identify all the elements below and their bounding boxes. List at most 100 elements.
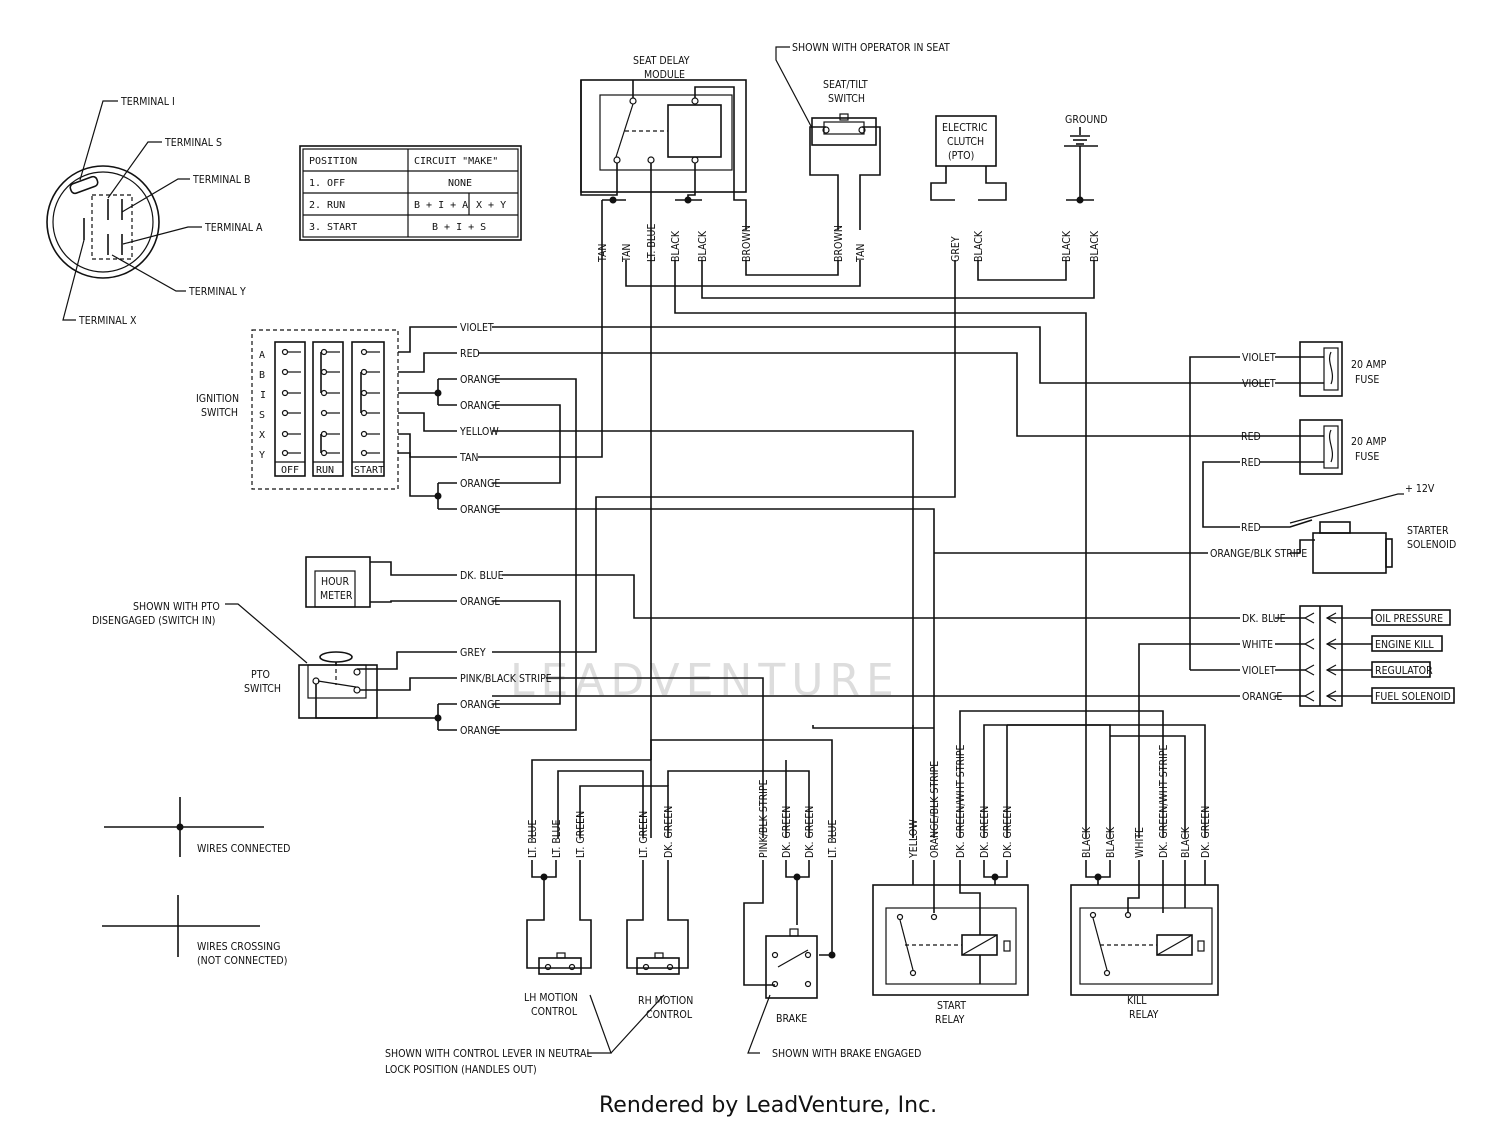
wire-label: DK. GREEN (1200, 806, 1212, 858)
letter-x: X (259, 430, 265, 441)
fuse-label: 20 AMP (1351, 436, 1387, 448)
connector-pin (1303, 612, 1315, 624)
ignition-switch-face: TERMINAL I TERMINAL S TERMINAL B TERMINA… (46, 96, 263, 327)
wire-label: VIOLET (1242, 665, 1276, 677)
wire-label: TAN (621, 244, 633, 263)
pto-switch: SHOWN WITH PTO DISENGAGED (SWITCH IN) PT… (92, 570, 764, 775)
kill-relay-label: RELAY (1129, 1009, 1159, 1021)
legend: WIRES CONNECTED WIRES CROSSING (NOT CONN… (102, 797, 290, 967)
clutch-label: CLUTCH (947, 136, 984, 148)
wire-label: PINK/BLK STRIPE (758, 779, 770, 858)
wire-label: BLACK (973, 230, 985, 262)
fuse-label: FUSE (1355, 451, 1379, 463)
switch-contact (281, 449, 289, 457)
switch-contact (320, 409, 328, 417)
watermark-text: LEADVENTURE (510, 655, 900, 706)
legend-crossing: WIRES CROSSING (197, 941, 280, 953)
clutch-label: ELECTRIC (942, 122, 988, 134)
wire-label: DK. GREEN (781, 806, 793, 858)
seat-note: SHOWN WITH OPERATOR IN SEAT (792, 42, 950, 54)
wire-label: DK. GREEN/WHT STRIPE (955, 744, 967, 858)
wire-label: ORANGE (460, 699, 500, 711)
wire-label: ORANGE (460, 374, 500, 386)
rh-motion-control: RH MOTION CONTROL (626, 860, 693, 1021)
table-cell: B + I + S (432, 222, 486, 233)
seat-delay-label: MODULE (644, 69, 685, 81)
wire-label: VIOLET (1242, 378, 1276, 390)
lh-motion-label: CONTROL (531, 1006, 578, 1018)
wire-label: GREY (460, 647, 486, 659)
wire-label: ORANGE (1242, 691, 1282, 703)
fuse-label: FUSE (1355, 374, 1379, 386)
wire-label: BLACK (1081, 826, 1093, 858)
start-relay-label: RELAY (935, 1014, 965, 1026)
letter-b: B (259, 370, 265, 381)
switch-contact (360, 348, 368, 356)
pto-switch-label: PTO (251, 669, 270, 681)
ignition-switch-label: IGNITION (196, 393, 239, 405)
letter-s: S (259, 410, 265, 421)
table-cell: B + I + A (414, 200, 468, 211)
wire-label: BLACK (670, 230, 682, 262)
brake-label: BRAKE (776, 1013, 807, 1025)
connector-fuel-solenoid: FUEL SOLENOID (1375, 691, 1451, 703)
terminal-s-label: TERMINAL S (164, 137, 222, 149)
wire-label: LT. BLUE (551, 820, 563, 858)
wire-label: TAN (597, 244, 609, 263)
wire-label: TAN (459, 452, 478, 464)
connector-block: DK. BLUE WHITE VIOLET ORANGE OIL PRESSUR… (492, 574, 1455, 838)
wire-label: GREY (950, 236, 962, 262)
fuses: 20 AMP FUSE 20 AMP FUSE (1299, 341, 1387, 475)
switch-contact (320, 449, 328, 457)
position-off: OFF (281, 465, 299, 476)
connector-pin (1303, 638, 1315, 650)
ground-label: GROUND (1065, 114, 1108, 126)
connector-pin (1303, 690, 1315, 702)
switch-contact (360, 430, 368, 438)
legend-connected: WIRES CONNECTED (197, 843, 290, 855)
wire-label: VIOLET (460, 322, 494, 334)
wire-label: DK. GREEN (663, 806, 675, 858)
terminal-y-label: TERMINAL Y (188, 286, 246, 298)
seat-delay-module: SEAT DELAY MODULE (580, 55, 747, 193)
wire-label: LT. BLUE (646, 224, 658, 262)
connector-regulator: REGULATOR (1375, 665, 1433, 677)
lever-note: SHOWN WITH CONTROL LEVER IN NEUTRAL (385, 1048, 592, 1060)
letter-y: Y (259, 450, 265, 461)
pto-note: DISENGAGED (SWITCH IN) (92, 615, 215, 627)
table-cell: 3. START (309, 222, 357, 233)
wire-label: ORANGE (460, 596, 500, 608)
switch-contact (360, 409, 368, 417)
wire-label: BLACK (1105, 826, 1117, 858)
position-start: START (354, 465, 384, 476)
wire-label: DK. GREEN (1002, 806, 1014, 858)
seat-switch-label: SEAT/TILT (823, 79, 868, 91)
wire-label: BROWN (833, 225, 845, 262)
terminal-x-label: TERMINAL X (78, 315, 137, 327)
wire-label: BROWN (741, 225, 753, 262)
table-cell: NONE (448, 178, 472, 189)
bottom-notes: SHOWN WITH CONTROL LEVER IN NEUTRAL LOCK… (385, 994, 921, 1076)
wire-label: LT. BLUE (527, 820, 539, 858)
switch-contact (320, 348, 328, 356)
switch-contact (320, 389, 328, 397)
wire-label: RED (1241, 522, 1261, 534)
wire-label: YELLOW (908, 819, 920, 859)
hour-meter: HOUR METER (305, 556, 561, 705)
seat-delay-label: SEAT DELAY (633, 55, 690, 67)
brake-note: SHOWN WITH BRAKE ENGAGED (772, 1048, 921, 1060)
starter-label: STARTER (1407, 525, 1449, 537)
switch-contact (281, 430, 289, 438)
pto-note: SHOWN WITH PTO (133, 601, 220, 613)
connector-oil-pressure: OIL PRESSURE (1375, 613, 1443, 625)
letter-i: I (260, 390, 266, 401)
table-cell: 1. OFF (309, 178, 345, 189)
lever-note: LOCK POSITION (HANDLES OUT) (385, 1064, 537, 1076)
hour-meter-label: HOUR (321, 576, 349, 588)
switch-contact (281, 409, 289, 417)
rh-motion-label: RH MOTION (638, 995, 693, 1007)
terminal-i-label: TERMINAL I (120, 96, 175, 108)
